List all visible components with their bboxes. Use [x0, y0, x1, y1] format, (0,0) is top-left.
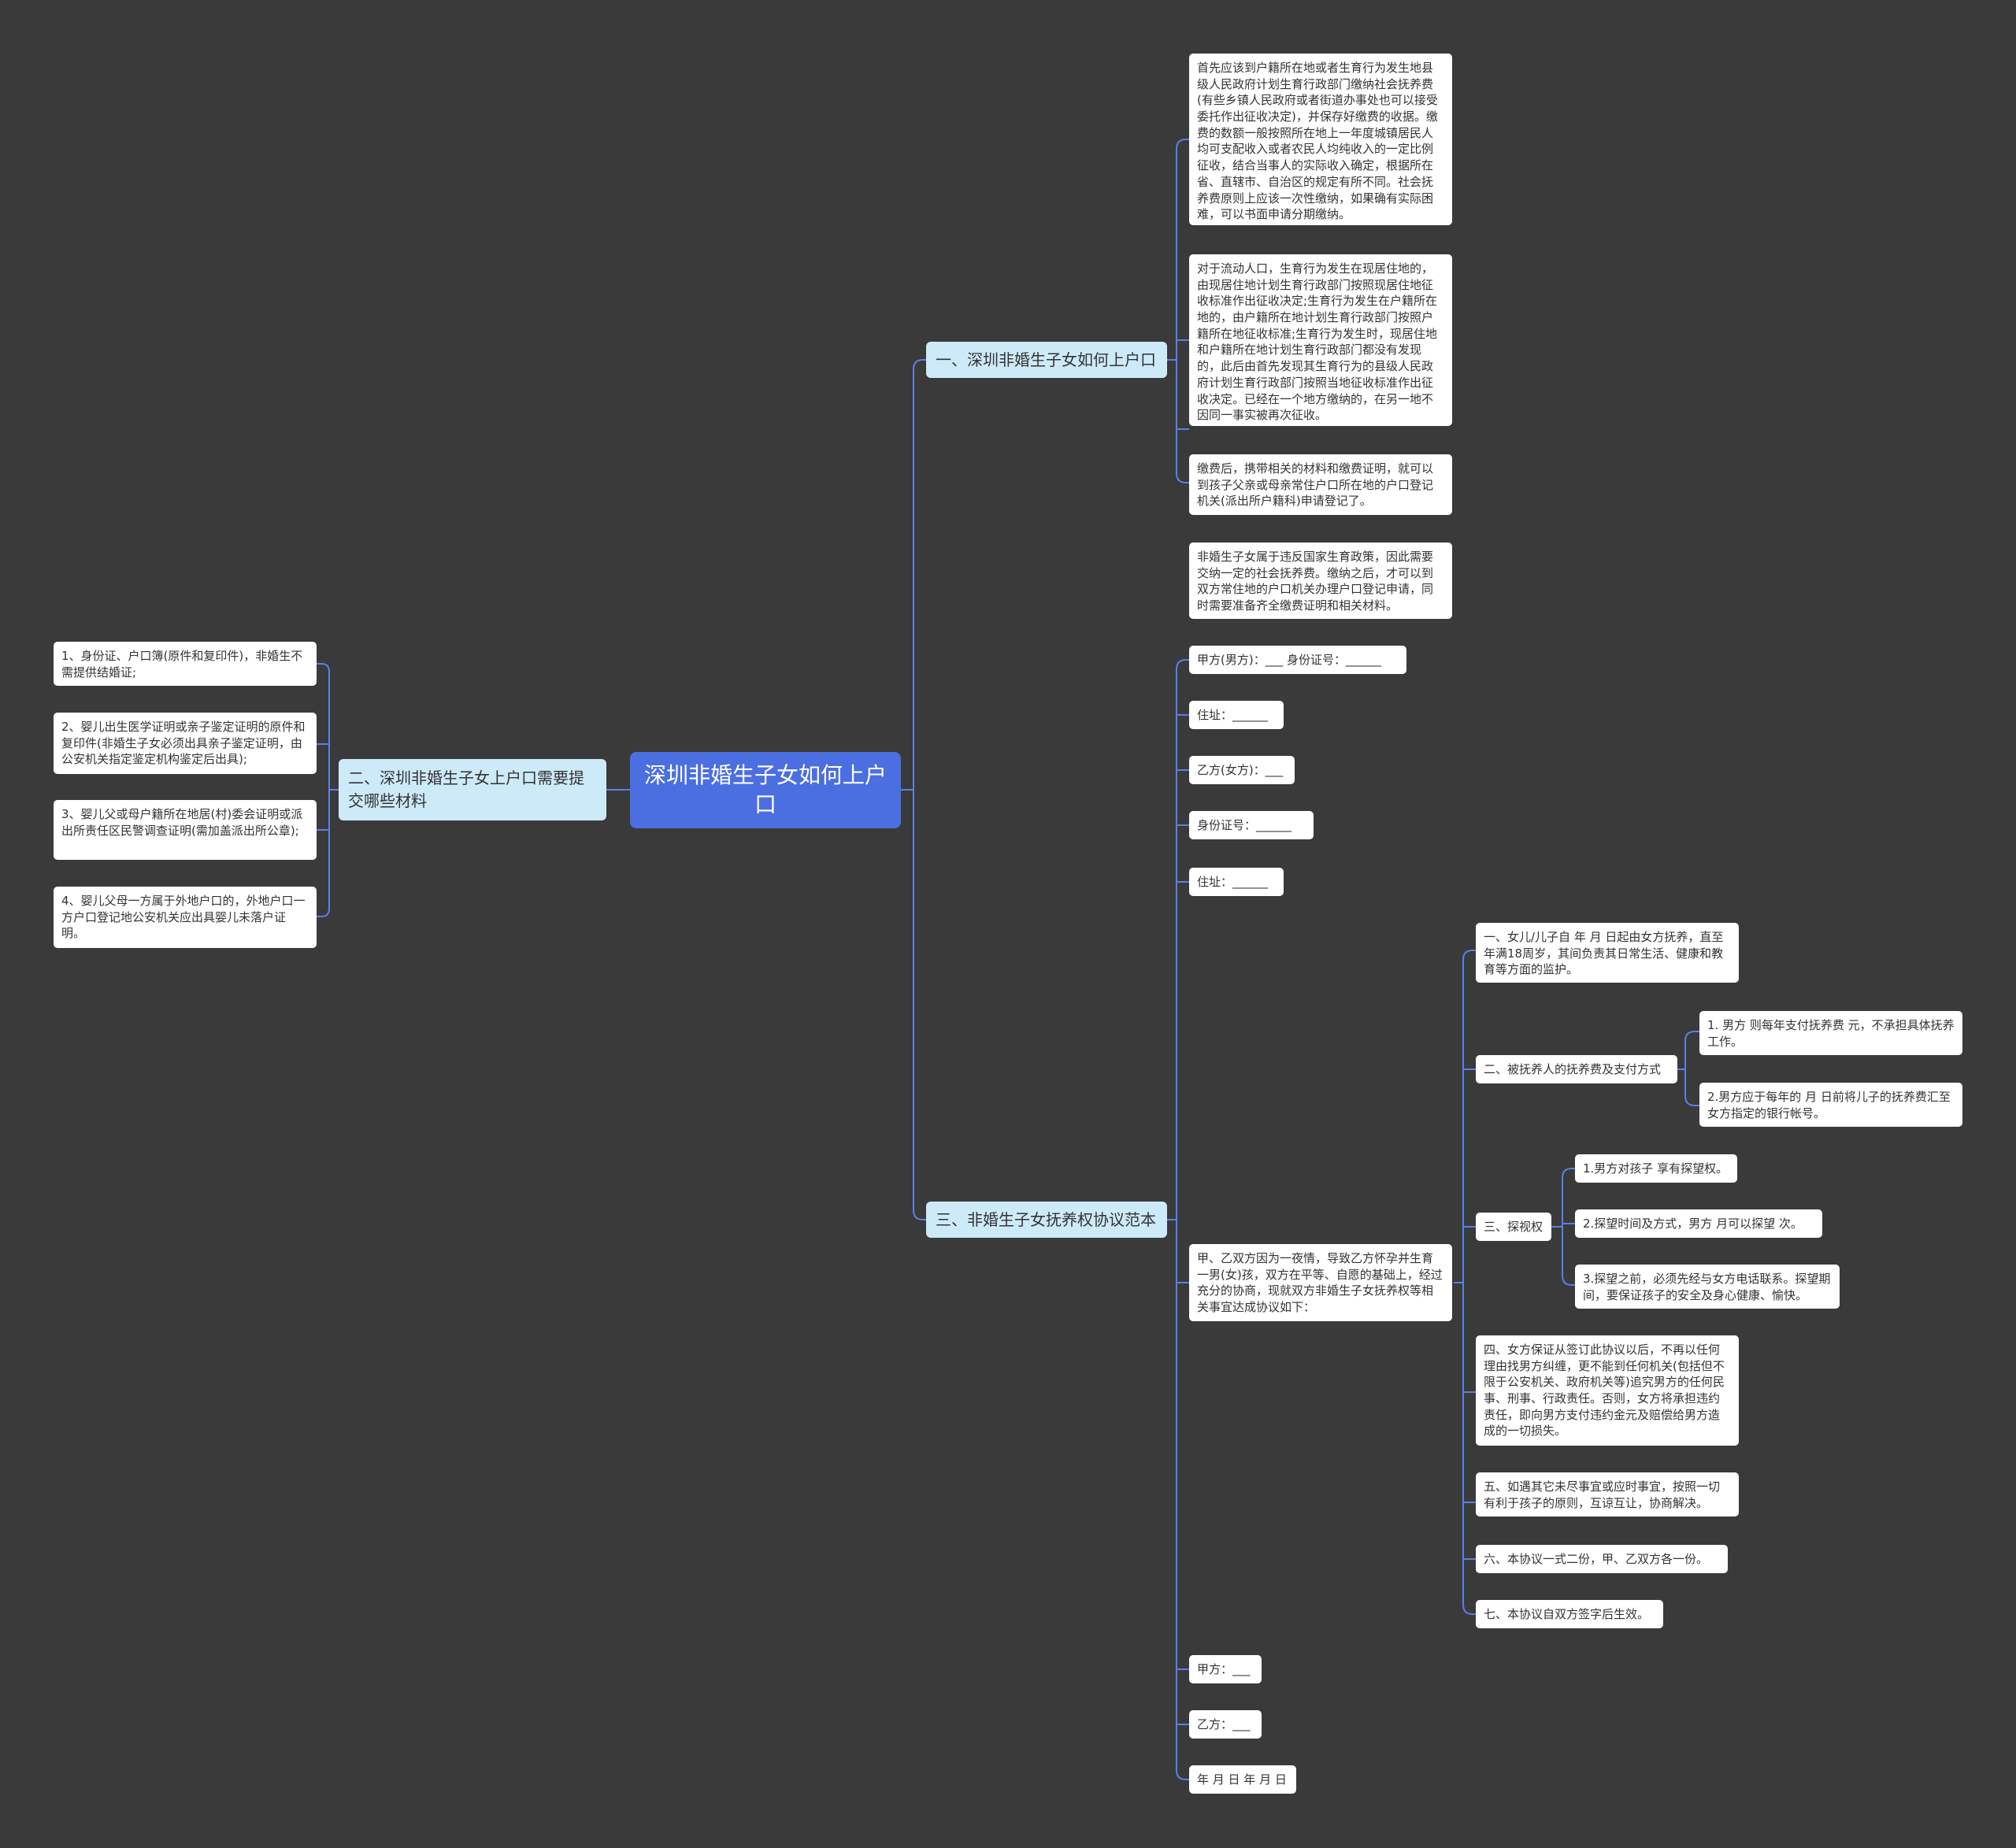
- material-item[interactable]: 2、婴儿出生医学证明或亲子鉴定证明的原件和复印件(非婚生子女必须出具亲子鉴定证明…: [54, 713, 317, 774]
- branch-how-to-register[interactable]: 一、深圳非婚生子女如何上户口: [926, 342, 1167, 378]
- clause-5[interactable]: 五、如遇其它未尽事宜或应时事宜，按照一切有利于孩子的原则，互谅互让，协商解决。: [1476, 1472, 1739, 1517]
- material-item[interactable]: 4、婴儿父母一方属于外地户口的，外地户口一方户口登记地公安机关应出具婴儿未落户证…: [54, 887, 317, 948]
- clause-1[interactable]: 一、女儿/儿子自 年 月 日起由女方抚养，直至年满18周岁，其间负责其日常生活、…: [1476, 923, 1739, 983]
- address-field[interactable]: 住址：______: [1189, 868, 1284, 896]
- clause-4[interactable]: 四、女方保证从签订此协议以后，不再以任何理由找男方纠缠，更不能到任何机关(包括但…: [1476, 1335, 1739, 1446]
- clause-2-item[interactable]: 1. 男方 则每年支付抚养费 元，不承担具体抚养工作。: [1699, 1011, 1962, 1055]
- party-a-field[interactable]: 甲方(男方)：___ 身份证号：______: [1189, 646, 1406, 674]
- branch1-item[interactable]: 对于流动人口，生育行为发生在现居住地的，由现居住地计划生育行政部门按照现居住地征…: [1189, 254, 1452, 426]
- clause-3-visitation[interactable]: 三、探视权: [1476, 1213, 1551, 1241]
- clause-6[interactable]: 六、本协议一式二份，甲、乙双方各一份。: [1476, 1545, 1728, 1573]
- root-topic[interactable]: 深圳非婚生子女如何上户口: [630, 752, 901, 828]
- branch-label: 三、非婚生子女抚养权协议范本: [936, 1209, 1156, 1229]
- date-field[interactable]: 年 月 日 年 月 日: [1189, 1765, 1296, 1794]
- signature-a-field[interactable]: 甲方：___: [1189, 1655, 1262, 1683]
- clause-7[interactable]: 七、本协议自双方签字后生效。: [1476, 1600, 1663, 1628]
- signature-b-field[interactable]: 乙方：___: [1189, 1710, 1262, 1739]
- clause-2-item[interactable]: 2.男方应于每年的 月 日前将儿子的抚养费汇至女方指定的银行帐号。: [1699, 1083, 1962, 1127]
- root-topic-label: 深圳非婚生子女如何上户口: [644, 762, 888, 817]
- material-item[interactable]: 1、身份证、户口簿(原件和复印件)，非婚生不需提供结婚证;: [54, 642, 317, 686]
- clause-2-payment[interactable]: 二、被抚养人的抚养费及支付方式: [1476, 1055, 1677, 1083]
- clause-3-item[interactable]: 3.探望之前，必须先经与女方电话联系。探望期间，要保证孩子的安全及身心健康、愉快…: [1575, 1265, 1840, 1309]
- branch-required-materials[interactable]: 二、深圳非婚生子女上户口需要提交哪些材料: [339, 759, 606, 820]
- branch-label: 二、深圳非婚生子女上户口需要提交哪些材料: [348, 768, 584, 810]
- branch-custody-agreement[interactable]: 三、非婚生子女抚养权协议范本: [926, 1202, 1167, 1238]
- clause-3-item[interactable]: 2.探望时间及方式，男方 月可以探望 次。: [1575, 1209, 1822, 1238]
- branch1-item[interactable]: 缴费后，携带相关的材料和缴费证明，就可以到孩子父亲或母亲常住户口所在地的户口登记…: [1189, 454, 1452, 515]
- id-number-field[interactable]: 身份证号：______: [1189, 811, 1314, 839]
- agreement-preamble[interactable]: 甲、乙双方因为一夜情，导致乙方怀孕并生育一男(女)孩，双方在平等、自愿的基础上，…: [1189, 1244, 1452, 1321]
- branch1-item[interactable]: 非婚生子女属于违反国家生育政策，因此需要交纳一定的社会抚养费。缴纳之后，才可以到…: [1189, 543, 1452, 619]
- material-item[interactable]: 3、婴儿父或母户籍所在地居(村)委会证明或派出所责任区民警调查证明(需加盖派出所…: [54, 800, 317, 860]
- party-b-field[interactable]: 乙方(女方)：___: [1189, 756, 1295, 784]
- clause-3-item[interactable]: 1.男方对孩子 享有探望权。: [1575, 1154, 1737, 1183]
- address-field[interactable]: 住址：______: [1189, 701, 1284, 729]
- branch1-item[interactable]: 首先应该到户籍所在地或者生育行为发生地县级人民政府计划生育行政部门缴纳社会抚养费…: [1189, 54, 1452, 225]
- branch-label: 一、深圳非婚生子女如何上户口: [936, 350, 1156, 369]
